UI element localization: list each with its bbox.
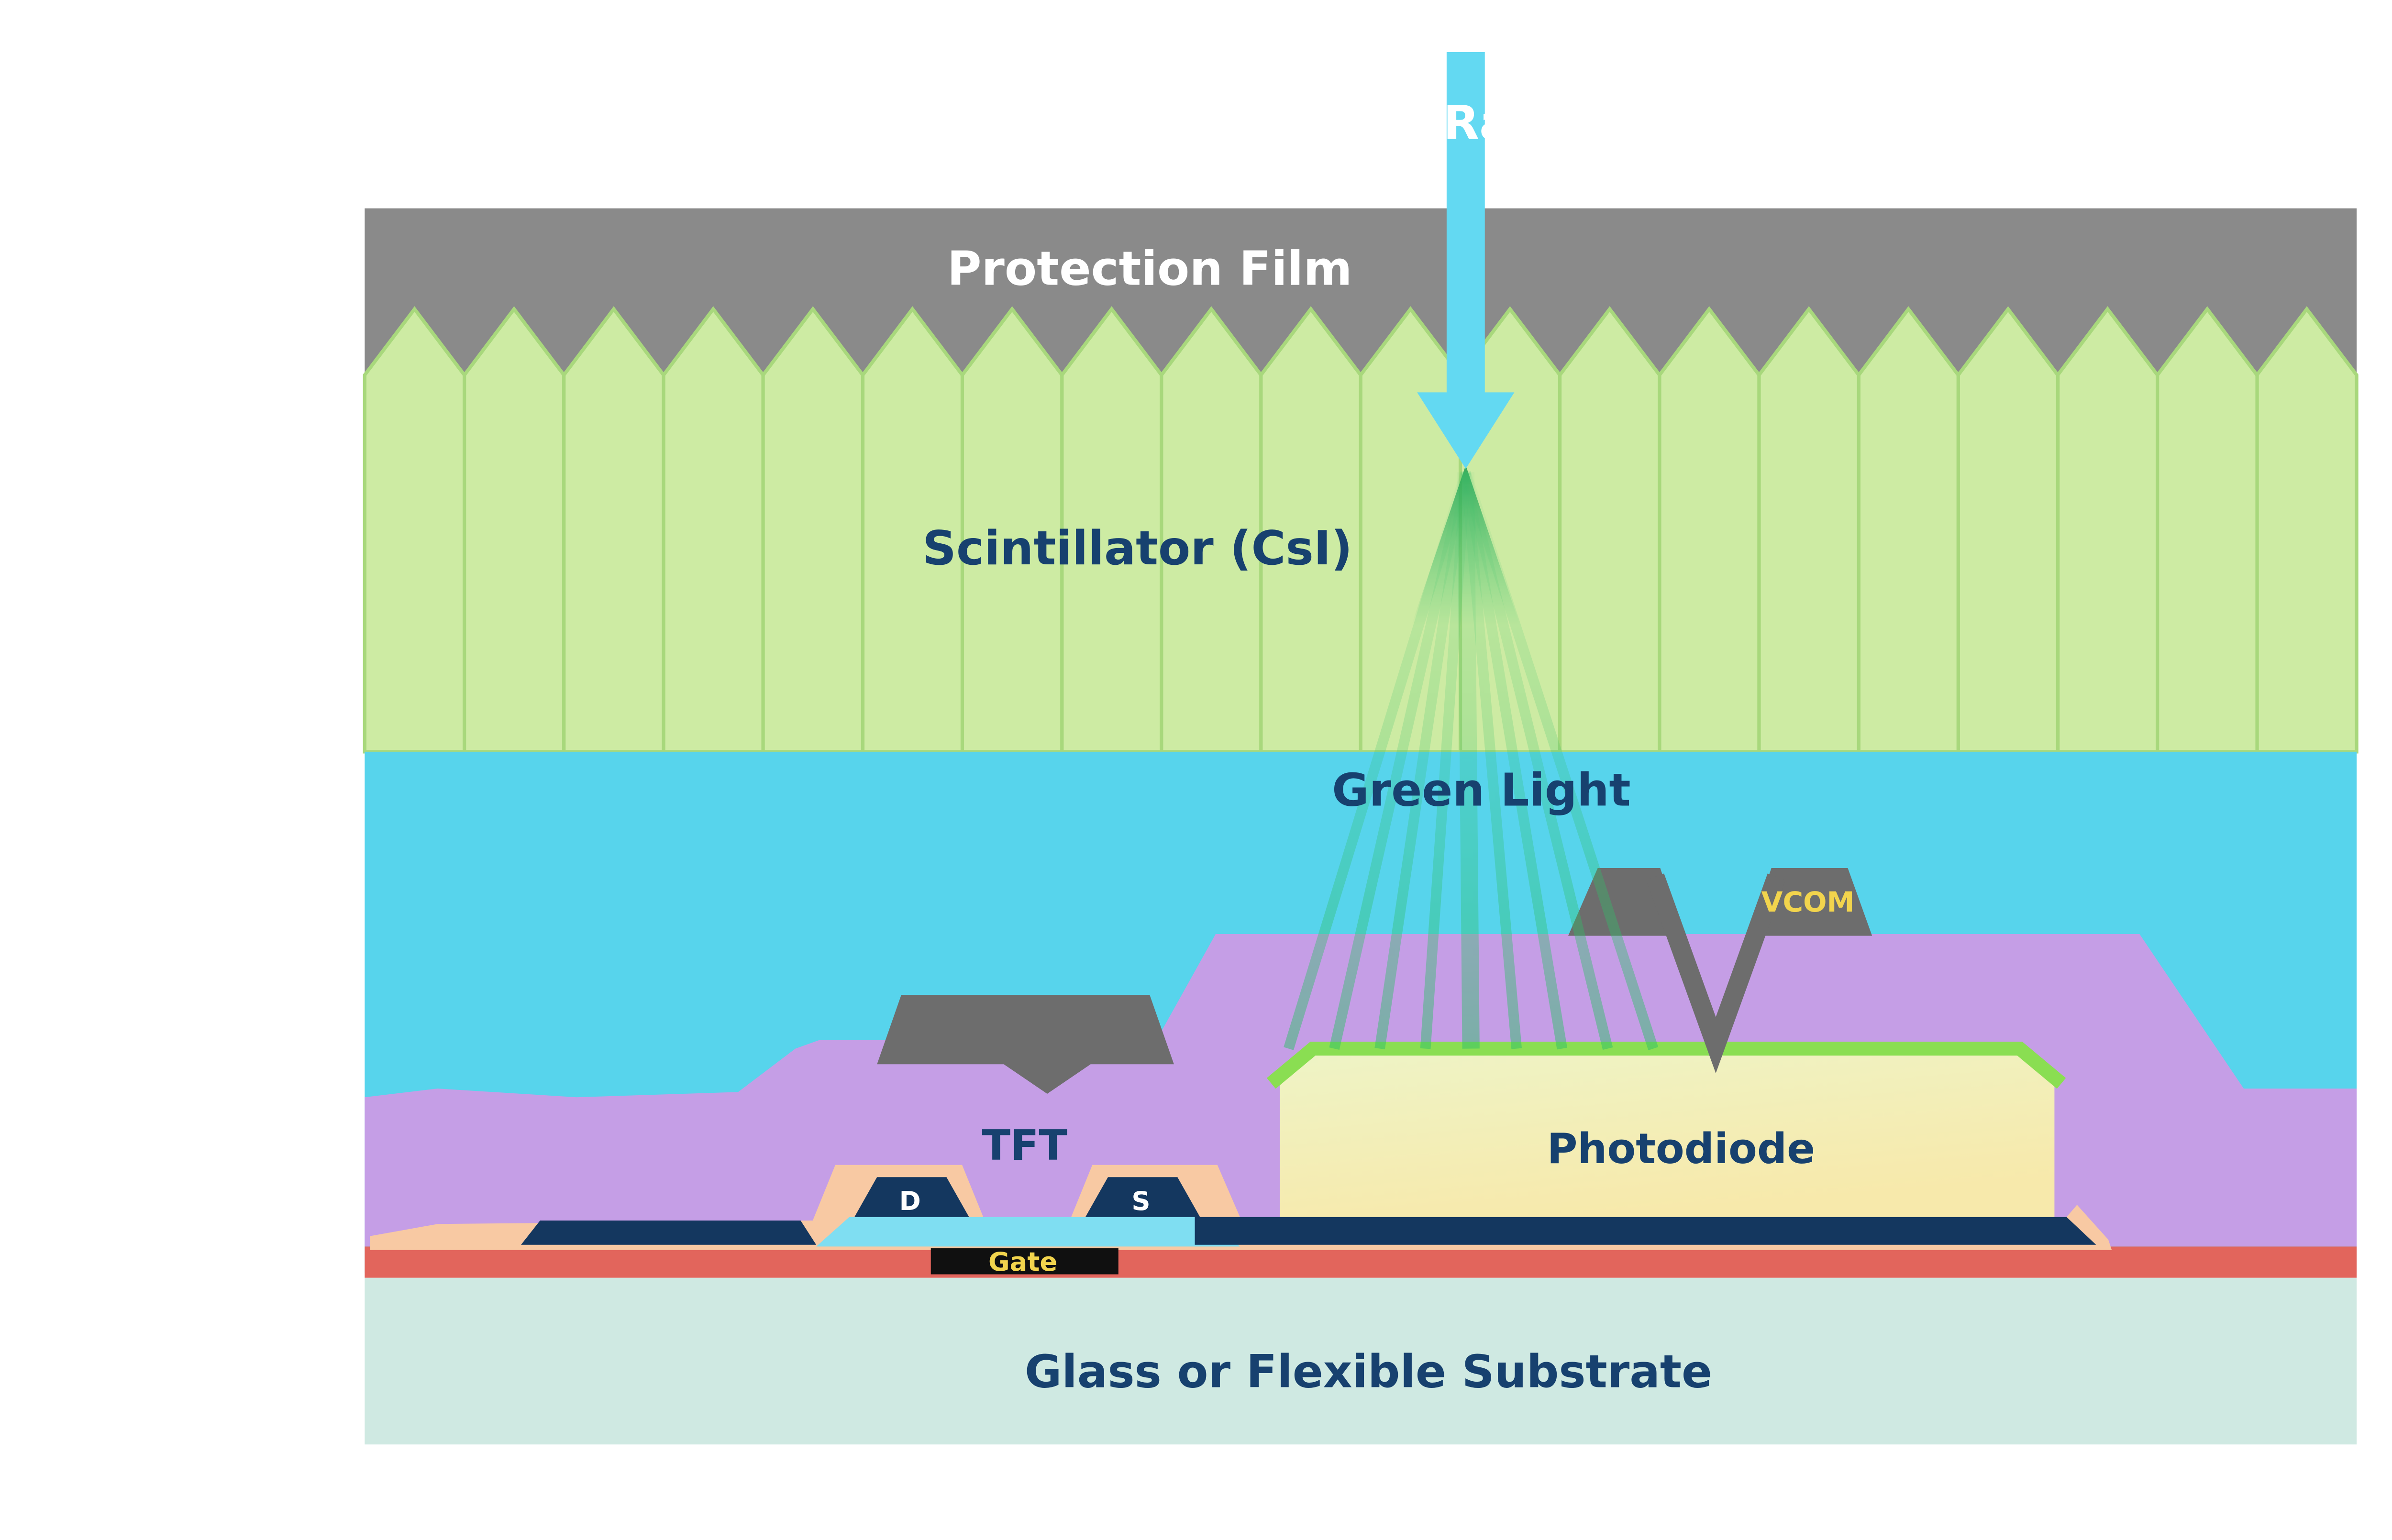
active-layer xyxy=(816,1217,1240,1247)
xray-arrow xyxy=(1417,52,1515,469)
green-light-ray xyxy=(1461,471,1568,1050)
gate-label: Gate xyxy=(988,1246,1057,1277)
green-light-ray xyxy=(1457,472,1480,1049)
photodiode-body xyxy=(1280,1050,2055,1217)
data-line-right xyxy=(1195,1217,2096,1245)
source-label: S xyxy=(1131,1186,1150,1216)
protection-film-layer xyxy=(365,208,2357,377)
green-light-ray xyxy=(1461,471,1659,1050)
green-light-ray xyxy=(1284,471,1471,1050)
xray-arrow-shaft xyxy=(1446,52,1485,396)
scintillator-label: Scintillator (CsI) xyxy=(922,521,1352,576)
gate-electrode xyxy=(930,1248,1118,1275)
gate-insulator-layer xyxy=(365,1246,2357,1278)
green-light-label: Green Light xyxy=(1332,764,1630,816)
vcom-via xyxy=(1646,873,1786,1074)
scintillator-layer xyxy=(363,306,2359,754)
green-light-ray xyxy=(1460,472,1522,1049)
green-light-ray xyxy=(1461,471,1613,1050)
tft-label: TFT xyxy=(982,1121,1067,1170)
vcom-label: VCOM xyxy=(1761,886,1855,918)
data-line-left xyxy=(521,1220,817,1245)
substrate-layer xyxy=(365,1277,2357,1445)
green-light-ray xyxy=(1374,471,1471,1050)
green-light-rays xyxy=(1284,465,1659,1050)
source-electrode xyxy=(1085,1177,1200,1217)
light-shield-metal xyxy=(877,995,1174,1094)
protection-film-label: Protection Film xyxy=(947,242,1352,296)
substrate-label: Glass or Flexible Substrate xyxy=(1025,1345,1712,1398)
green-light-ray xyxy=(1329,471,1471,1050)
photodiode-label: Photodiode xyxy=(1547,1124,1816,1173)
xray-arrow-head xyxy=(1417,392,1515,469)
drain-electrode xyxy=(854,1177,969,1217)
xray-label: X-Ray xyxy=(1391,96,1540,150)
photodiode-top-electrode xyxy=(1266,1042,2066,1089)
drain-label: D xyxy=(899,1186,921,1216)
